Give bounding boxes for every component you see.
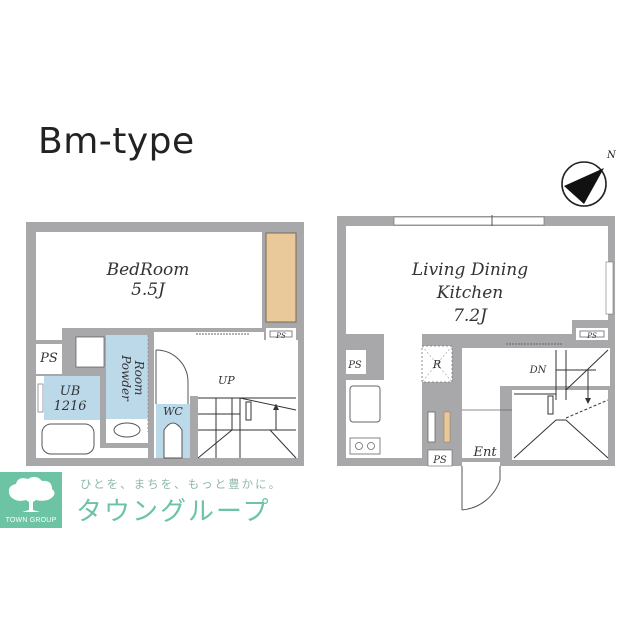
town-group-logo: TOWN GROUP bbox=[0, 472, 62, 528]
brand-tagline: ひとを、まちを、もっと豊かに。 bbox=[80, 477, 283, 491]
tree-icon bbox=[8, 476, 55, 512]
ps-label: PS bbox=[39, 351, 58, 366]
ldk-label-line1: Living Dining bbox=[411, 260, 528, 280]
brand-name: タウングループ bbox=[76, 497, 271, 527]
unit-bath-label: UB bbox=[60, 384, 81, 399]
refrigerator-label: R bbox=[432, 358, 441, 371]
powder-room-label-line2: Room bbox=[132, 360, 146, 396]
north-arrow-icon: N bbox=[561, 150, 617, 207]
right-floor-plan: Living Dining Kitchen 7.2J Ent PS PS PS … bbox=[337, 215, 615, 511]
ps-kitchen-label: PS bbox=[347, 360, 362, 371]
ps-entrance-label: PS bbox=[432, 455, 447, 466]
bedroom-size: 5.5J bbox=[131, 280, 166, 300]
unit-bath-size: 1216 bbox=[53, 399, 86, 414]
stairs-down-label: DN bbox=[529, 365, 548, 376]
floor-plan-type-title: Bm-type bbox=[38, 121, 195, 162]
ldk-label-line2: Kitchen bbox=[436, 283, 503, 303]
ps-closet-label: PS bbox=[275, 332, 286, 340]
powder-room-label-line1: Powder bbox=[119, 354, 133, 402]
bedroom-label: BedRoom bbox=[106, 260, 190, 280]
wc-label: WC bbox=[163, 405, 183, 418]
ps-stairs-label: PS bbox=[586, 332, 597, 340]
svg-text:N: N bbox=[606, 150, 617, 161]
logo-caption: TOWN GROUP bbox=[5, 517, 57, 524]
ldk-size: 7.2J bbox=[453, 306, 488, 326]
stairs-up-label: UP bbox=[218, 374, 235, 387]
left-floor-plan: UP BedRoom 5.5J UB 1216 Powder Room WC P… bbox=[26, 222, 304, 466]
entrance-label: Ent bbox=[472, 445, 497, 460]
